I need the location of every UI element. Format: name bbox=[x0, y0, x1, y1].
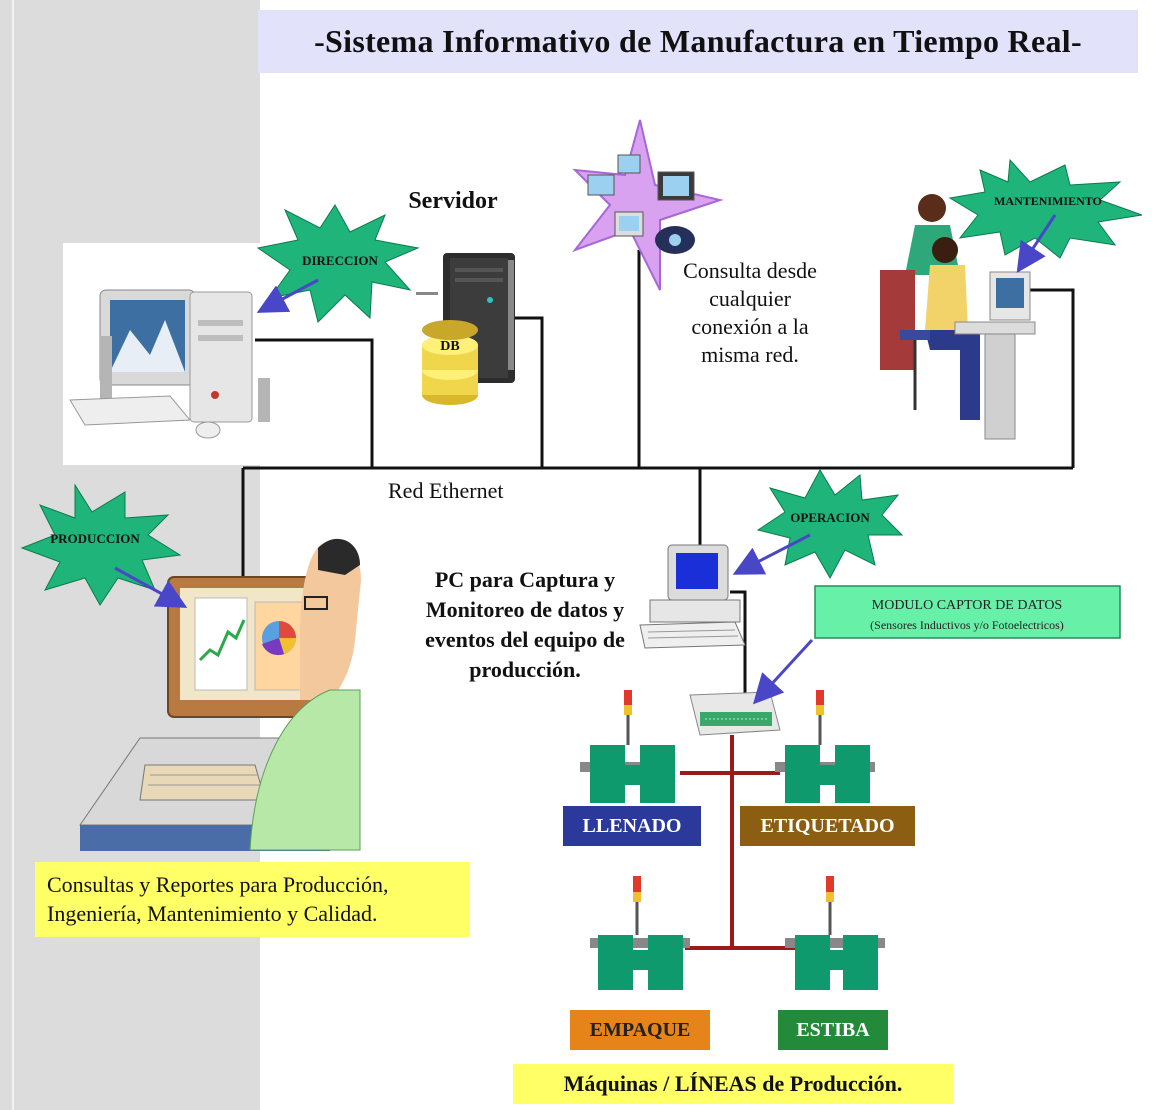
machine-label-estiba: ESTIBA bbox=[778, 1010, 888, 1050]
direccion-computer-icon bbox=[69, 289, 270, 439]
capture-line-4: producción. bbox=[469, 657, 581, 682]
direccion-starburst: DIRECCION bbox=[256, 204, 420, 323]
production-lines-box: Máquinas / LÍNEAS de Producción. bbox=[513, 1064, 953, 1104]
module-title: MODULO CAPTOR DE DATOS bbox=[872, 598, 1062, 613]
ethernet-label: Red Ethernet bbox=[388, 478, 504, 503]
data-capture-module-box: MODULO CAPTOR DE DATOS (Sensores Inducti… bbox=[814, 585, 1121, 639]
machine-etiquetado-icon bbox=[775, 690, 875, 803]
operacion-label: OPERACION bbox=[790, 510, 870, 525]
database-icon bbox=[416, 292, 478, 405]
maintenance-workers-icon bbox=[880, 194, 1036, 440]
consulta-line-3: conexión a la bbox=[691, 314, 809, 339]
production-line-links bbox=[680, 735, 795, 950]
module-subtitle: (Sensores Inductivos y/o Fotoelectricos) bbox=[870, 618, 1064, 632]
produccion-starburst: PRODUCCION bbox=[20, 483, 182, 606]
machine-estiba-icon bbox=[785, 876, 885, 990]
consulta-line-2: cualquier bbox=[709, 286, 791, 311]
direccion-label: DIRECCION bbox=[302, 253, 378, 268]
operacion-starburst: OPERACION bbox=[756, 468, 904, 580]
db-label: DB bbox=[440, 339, 459, 354]
machine-label-etiquetado: ETIQUETADO bbox=[740, 806, 915, 846]
machine-empaque-icon bbox=[590, 876, 690, 990]
capture-line-2: Monitoreo de datos y bbox=[425, 597, 625, 622]
consulta-line-1: Consulta desde bbox=[683, 258, 817, 283]
capture-line-3: eventos del equipo de bbox=[425, 627, 625, 652]
consulta-description: Consulta desde cualquier conexión a la m… bbox=[665, 257, 835, 369]
consulta-line-4: misma red. bbox=[701, 342, 799, 367]
produccion-label: PRODUCCION bbox=[50, 531, 140, 546]
machine-label-llenado: LLENADO bbox=[563, 806, 701, 846]
capture-line-1: PC para Captura y bbox=[434, 567, 616, 592]
reports-line-2: Ingeniería, Mantenimiento y Calidad. bbox=[47, 901, 378, 926]
mantenimiento-label: MANTENIMIENTO bbox=[994, 194, 1102, 208]
ethernet-backbone bbox=[241, 250, 1075, 720]
reports-line-1: Consultas y Reportes para Producción, bbox=[47, 872, 389, 897]
capture-pc-description: PC para Captura y Monitoreo de datos y e… bbox=[400, 565, 650, 685]
data-capture-module-icon bbox=[689, 691, 781, 736]
production-user-icon bbox=[249, 538, 361, 851]
server-label: Servidor bbox=[408, 188, 498, 214]
page-title: -Sistema Informativo de Manufactura en T… bbox=[258, 10, 1138, 73]
pointer-arrows bbox=[114, 214, 1057, 705]
left-panel-edge bbox=[12, 0, 14, 1110]
capture-pc-icon bbox=[639, 544, 746, 649]
reports-box: Consultas y Reportes para Producción, In… bbox=[35, 862, 470, 937]
any-connection-star bbox=[572, 119, 724, 291]
mantenimiento-starburst: MANTENIMIENTO bbox=[948, 158, 1143, 259]
machine-label-empaque: EMPAQUE bbox=[570, 1010, 710, 1050]
machine-llenado-icon bbox=[580, 690, 675, 803]
